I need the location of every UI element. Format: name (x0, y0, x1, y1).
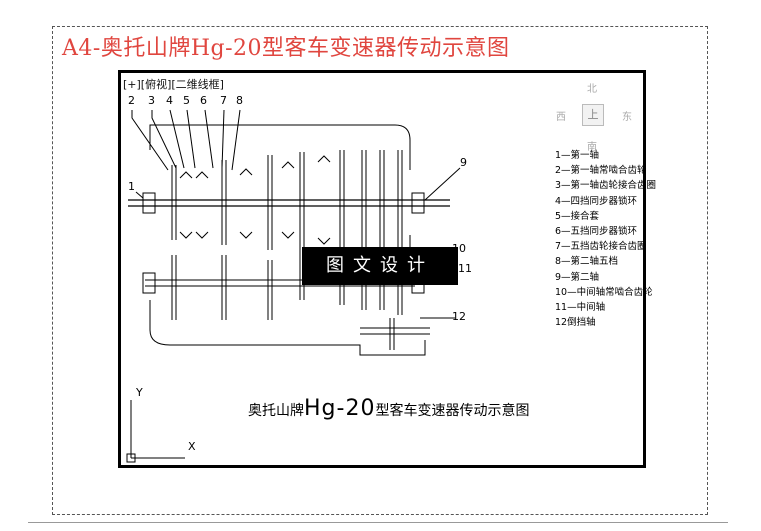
drawing-title-suffix: 型客车变速器传动示意图 (375, 403, 530, 419)
compass-north: 北 (587, 84, 597, 95)
callout-2: 2 (128, 94, 135, 107)
callout-8: 8 (236, 94, 243, 107)
compass-west: 西 (556, 112, 566, 123)
drawing-title-prefix: 奥托山牌 (248, 403, 304, 419)
bottom-divider (28, 522, 728, 523)
legend-item: 1—第一轴 (555, 150, 600, 161)
callout-7: 7 (220, 94, 227, 107)
ucs-x-label: X (188, 440, 196, 453)
legend-item: 5—接合套 (555, 210, 600, 222)
legend-item: 7—五挡齿轮接合齿圈 (555, 241, 647, 253)
legend-item: 12倒挡轴 (555, 317, 596, 329)
ucs-y-label: Y (136, 386, 143, 399)
legend-item: 4—四挡同步器锁环 (555, 195, 638, 207)
callout-4: 4 (166, 94, 173, 107)
legend-item: 9—第二轴 (555, 271, 600, 283)
sheet-title: A4-奥托山牌Hg-20型客车变速器传动示意图 (62, 36, 510, 61)
viewcube-compass[interactable]: 北 南 东 西 上 (546, 80, 638, 162)
compass-east: 东 (622, 112, 632, 123)
callout-6: 6 (200, 94, 207, 107)
legend-item: 10—中间轴常啮合齿轮 (555, 286, 653, 298)
drawing-title-model: Hg-20 (304, 396, 376, 421)
compass-south: 南 (587, 142, 597, 153)
callout-11: 11 (458, 262, 472, 275)
viewport-label[interactable]: [+][俯视][二维线框] (123, 78, 224, 91)
drawing-title: 奥托山牌Hg-20型客车变速器传动示意图 (248, 396, 529, 421)
legend-item: 3—第一轴齿轮接合齿圈 (555, 180, 657, 192)
callout-1: 1 (128, 180, 135, 193)
legend-item: 6—五挡同步器锁环 (555, 226, 638, 238)
legend-item: 8—第二轴五档 (555, 256, 619, 268)
legend-item: 11—中间轴 (555, 302, 606, 314)
callout-9: 9 (460, 156, 467, 169)
callout-5: 5 (183, 94, 190, 107)
watermark-banner: 图文设计 (302, 247, 458, 285)
parts-legend: 1—第一轴 2—第一轴常啮合齿轮 3—第一轴齿轮接合齿圈 4—四挡同步器锁环 5… (555, 148, 656, 330)
callout-3: 3 (148, 94, 155, 107)
callout-12: 12 (452, 310, 466, 323)
viewcube-top-face[interactable]: 上 (582, 104, 604, 126)
legend-item: 2—第一轴常啮合齿轮 (555, 165, 647, 177)
drawing-frame-dashed (52, 26, 708, 515)
